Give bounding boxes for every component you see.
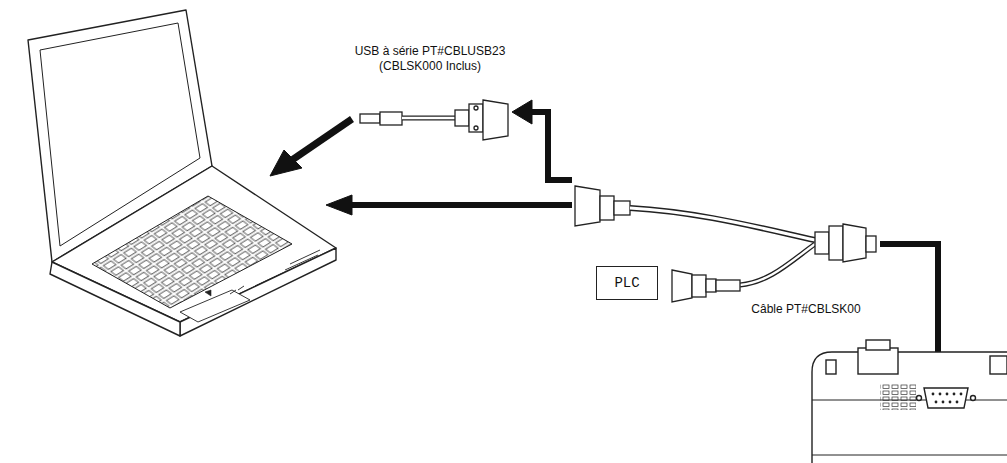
usb-serial-cable xyxy=(360,100,508,140)
laptop xyxy=(28,10,336,336)
cblsk00-cable xyxy=(575,186,876,302)
node-text: PLC xyxy=(614,275,639,291)
cable-label: USB à série PT#CBLUSB23 (CBLSK000 Inclus… xyxy=(345,44,515,74)
hmi-device xyxy=(812,340,1007,463)
cable-label: Câble PT#CBLSK00 xyxy=(746,302,866,317)
plc-box: PLC xyxy=(596,266,658,300)
arrows xyxy=(270,100,950,392)
